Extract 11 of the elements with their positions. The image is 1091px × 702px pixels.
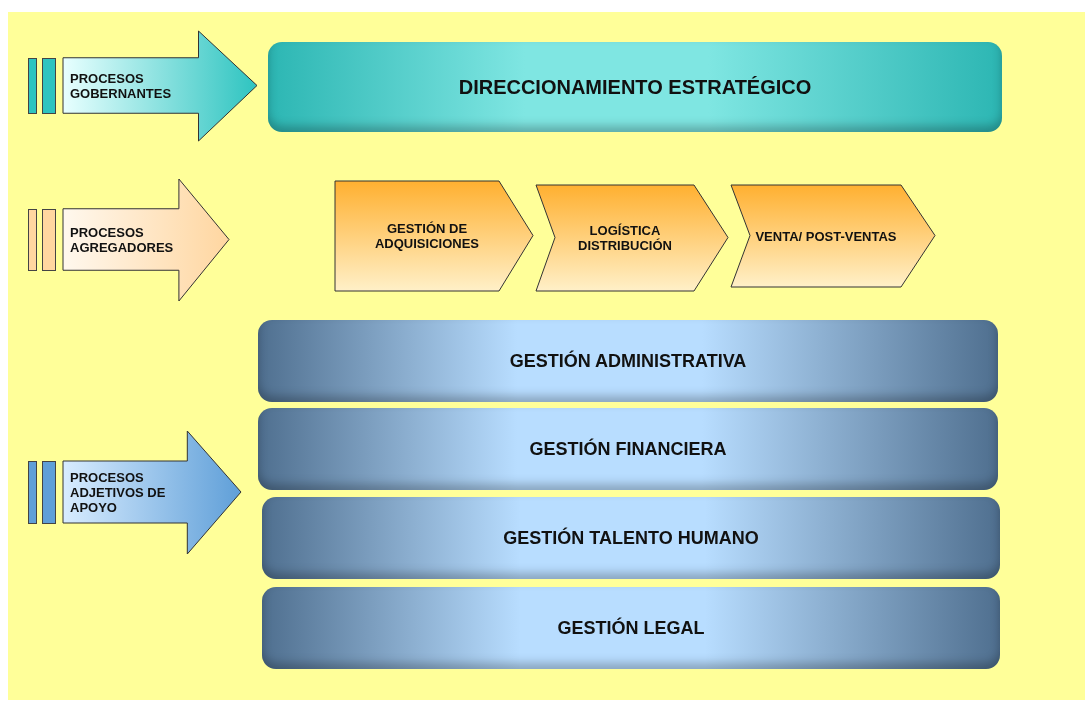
process-band: GESTIÓN ADMINISTRATIVA <box>258 320 998 402</box>
category-label: PROCESOS AGREGADORES <box>62 178 230 302</box>
process-band: GESTIÓN FINANCIERA <box>258 408 998 490</box>
category-label: PROCESOS GOBERNANTES <box>62 30 258 142</box>
process-step: VENTA/ POST-VENTAS <box>730 184 936 288</box>
category-label: PROCESOS ADJETIVOS DE APOYO <box>62 430 242 555</box>
process-step: GESTIÓN DE ADQUISICIONES <box>334 180 534 292</box>
process-step: LOGÍSTICA DISTRIBUCIÓN <box>535 184 729 292</box>
process-band: GESTIÓN LEGAL <box>262 587 1000 669</box>
process-band: DIRECCIONAMIENTO ESTRATÉGICO <box>268 42 1002 132</box>
process-band: GESTIÓN TALENTO HUMANO <box>262 497 1000 579</box>
